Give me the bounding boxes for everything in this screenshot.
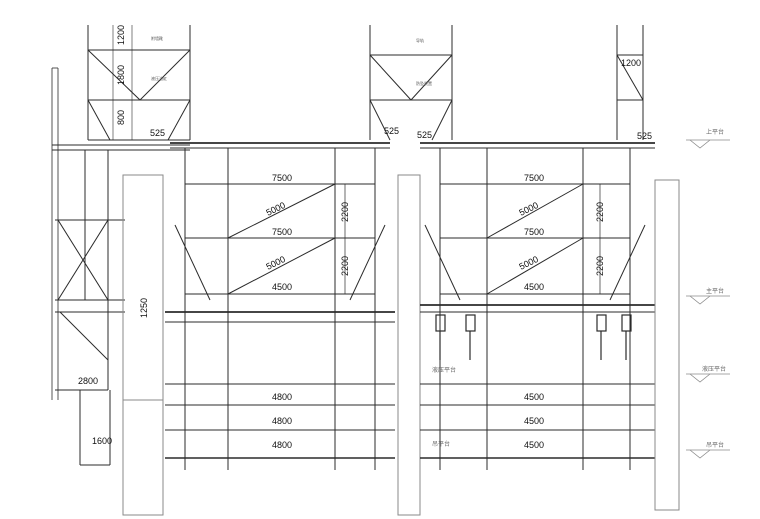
left-wall bbox=[122, 174, 164, 516]
level-label-top: 上平台 bbox=[706, 128, 724, 136]
bay2-lower-4500b: 4500 bbox=[524, 416, 544, 426]
mid-label-hanging: 吊平台 bbox=[432, 440, 450, 448]
dim-1250: 1250 bbox=[139, 298, 149, 318]
right-wall bbox=[654, 179, 680, 511]
left-platform-frame bbox=[52, 144, 190, 466]
level-label-hydraulic: 液压平台 bbox=[702, 365, 726, 373]
dim-left-1200: 1200 bbox=[116, 25, 126, 45]
left-upper-tower bbox=[87, 25, 191, 141]
bay1-span-4500: 4500 bbox=[272, 282, 292, 292]
bay1-lower-4800a: 4800 bbox=[272, 392, 292, 402]
bay1-height-2200b: 2200 bbox=[340, 256, 350, 276]
bay1-span-7500b: 7500 bbox=[272, 227, 292, 237]
annotation-3: 导轨 bbox=[416, 37, 424, 43]
level-label-hanging: 吊平台 bbox=[706, 441, 724, 449]
dim-mid-525b: 525 bbox=[417, 130, 432, 140]
bay1-height-2200a: 2200 bbox=[340, 202, 350, 222]
level-markers bbox=[686, 139, 730, 459]
dim-1600: 1600 bbox=[92, 436, 112, 446]
annotation-4: 防坠装置 bbox=[416, 80, 432, 86]
bay1-span-7500a: 7500 bbox=[272, 173, 292, 183]
dim-left-525: 525 bbox=[150, 128, 165, 138]
level-label-main: 主平台 bbox=[706, 287, 724, 295]
right-upper-tower bbox=[616, 25, 644, 140]
hydraulic-cylinders bbox=[435, 314, 632, 360]
middle-upper-tower bbox=[369, 25, 453, 141]
bay2-span-4500: 4500 bbox=[524, 282, 544, 292]
bay2-lower-4500a: 4500 bbox=[524, 392, 544, 402]
bay1-lower-4800b: 4800 bbox=[272, 416, 292, 426]
dim-left-800: 800 bbox=[116, 110, 126, 125]
dim-mid-525: 525 bbox=[384, 126, 399, 136]
annotation-2: 液压油缸 bbox=[151, 75, 167, 81]
bay1-span-5000a: 5000 bbox=[264, 200, 286, 218]
bay1-frame bbox=[165, 142, 395, 470]
bay2-height-2200a: 2200 bbox=[595, 202, 605, 222]
dim-2800: 2800 bbox=[78, 376, 98, 386]
bay2-frame bbox=[420, 142, 655, 470]
left-edge-ladder bbox=[51, 67, 59, 400]
bay2-height-2200b: 2200 bbox=[595, 256, 605, 276]
bay1-lower-4800c: 4800 bbox=[272, 440, 292, 450]
dim-right-525: 525 bbox=[637, 131, 652, 141]
middle-wall bbox=[397, 174, 421, 516]
dim-left-1800: 1800 bbox=[116, 65, 126, 85]
mid-label-hydraulic: 液压平台 bbox=[432, 366, 456, 374]
bay1-height-dimline bbox=[340, 183, 350, 295]
bay2-span-5000a: 5000 bbox=[517, 200, 539, 218]
bay2-span-7500b: 7500 bbox=[524, 227, 544, 237]
bay2-span-7500a: 7500 bbox=[524, 173, 544, 183]
annotation-1: 附墙靴 bbox=[151, 35, 163, 41]
dim-right-1200: 1200 bbox=[621, 58, 641, 68]
bay2-height-dimline bbox=[595, 183, 605, 295]
bay2-lower-4500c: 4500 bbox=[524, 440, 544, 450]
